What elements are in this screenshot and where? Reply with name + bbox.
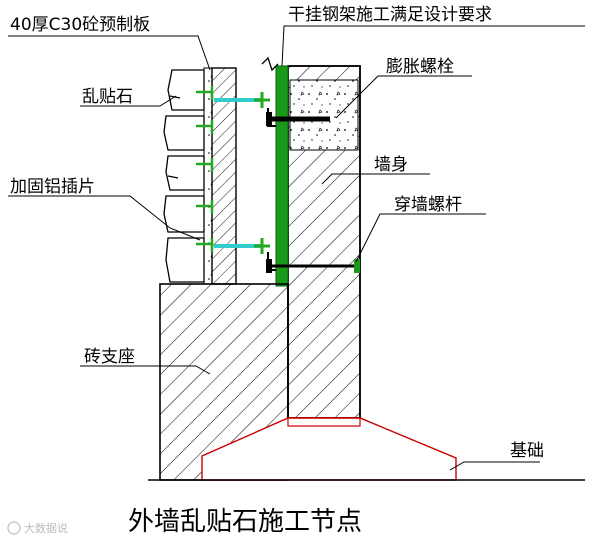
bracket-connectors <box>254 92 270 254</box>
label-through-bolt: 穿墙螺杆 <box>394 195 462 215</box>
concrete-anchor-block <box>289 79 359 151</box>
watermark-text: 大数据说 <box>24 521 68 535</box>
random-stone-facing <box>163 69 205 283</box>
break-symbol <box>261 56 279 72</box>
foundation <box>201 417 457 481</box>
label-aluminum-insert: 加固铝插片 <box>10 177 95 197</box>
diagram-caption: 外墙乱贴石施工节点 <box>128 507 362 537</box>
steel-frame <box>275 65 289 287</box>
label-precast-slab: 40厚C30砼预制板 <box>10 15 150 35</box>
label-wall-body: 墙身 <box>374 155 408 175</box>
label-steel-frame: 干挂钢架施工满足设计要求 <box>288 5 492 25</box>
label-expansion-bolt: 膨胀螺栓 <box>386 57 454 77</box>
label-foundation: 基础 <box>510 441 544 461</box>
label-brick-support: 砖支座 <box>84 347 135 367</box>
label-random-stone: 乱贴石 <box>82 87 133 107</box>
leader-lines <box>8 25 585 471</box>
expansion-bolt <box>266 112 330 126</box>
aluminum-insert-clips <box>196 86 214 252</box>
watermark: 大数据说 <box>7 521 68 535</box>
through-wall-bolt <box>266 259 360 273</box>
